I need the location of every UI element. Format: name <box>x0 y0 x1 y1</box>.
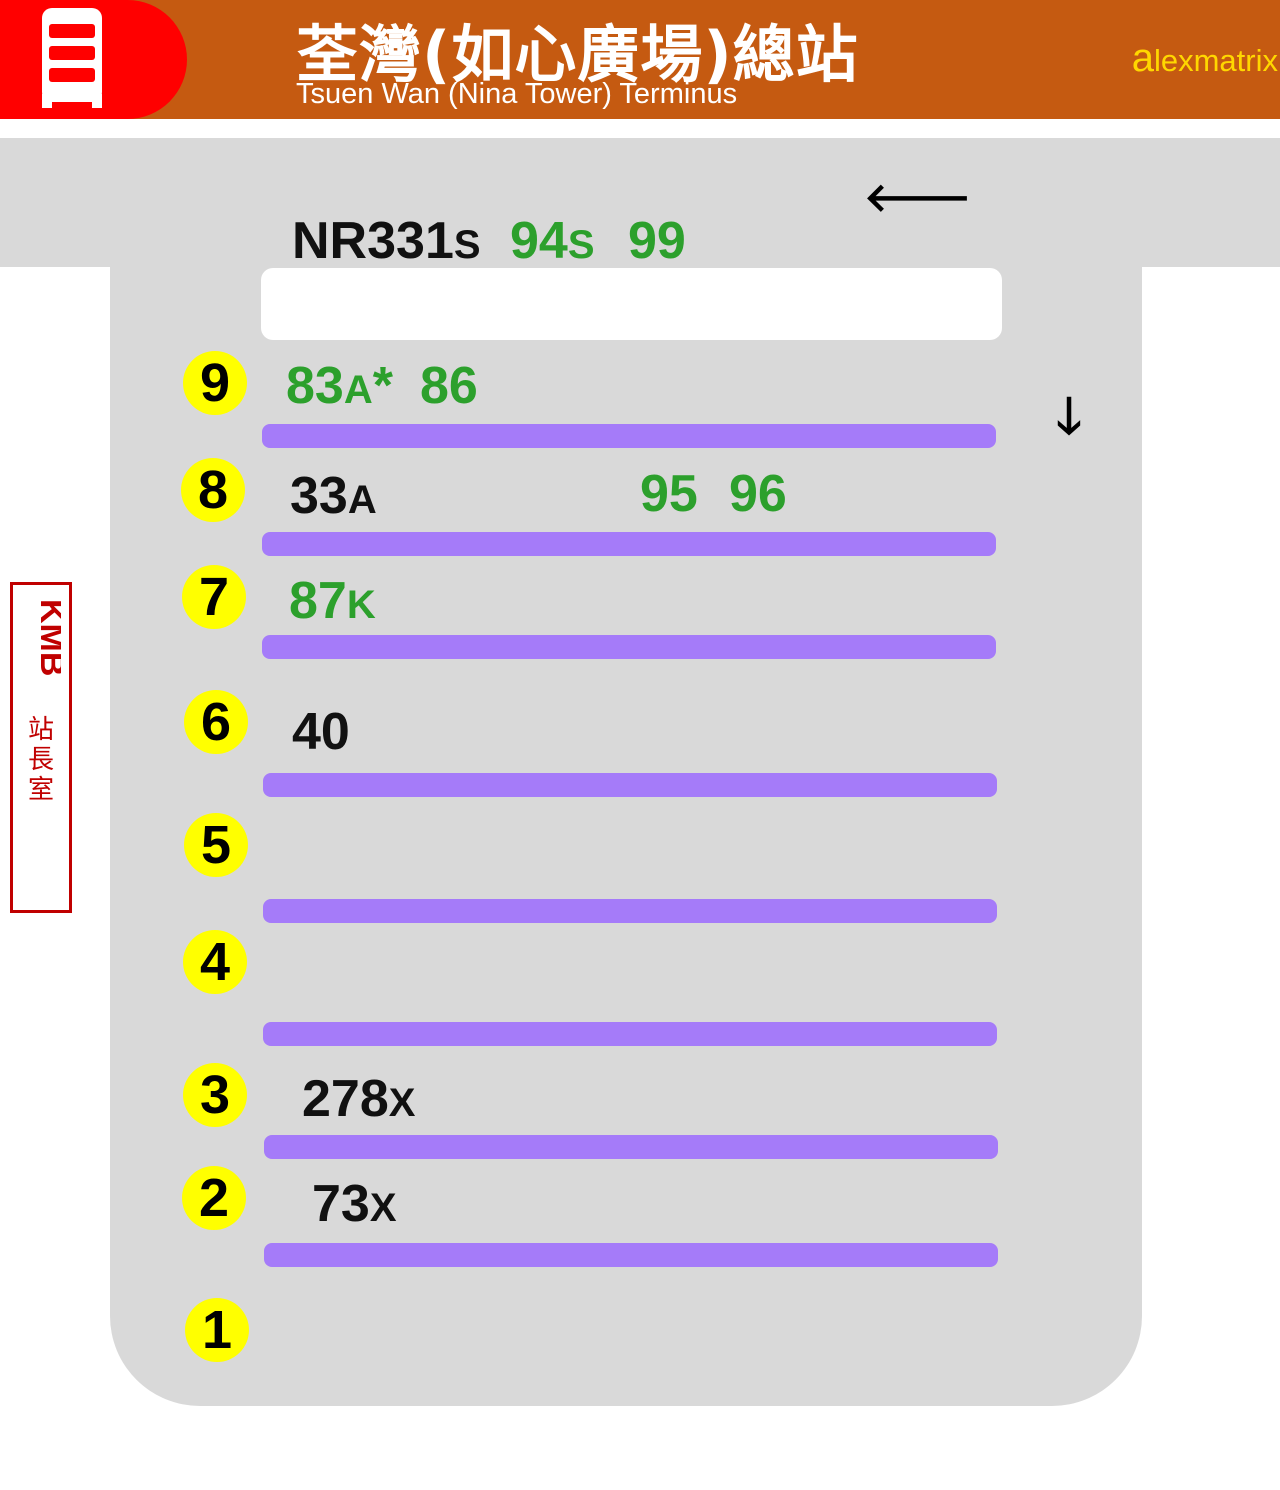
route-label: 40 <box>292 703 350 761</box>
kmb-logo: KMB <box>33 599 61 676</box>
header-bar: 荃灣(如心廣場)總站 Tsuen Wan (Nina Tower) Termin… <box>0 0 1280 119</box>
route-label: NR331S <box>292 212 481 270</box>
bay-stripe <box>262 424 996 448</box>
route-label: 86 <box>420 357 478 415</box>
white-corner-right <box>1142 267 1280 307</box>
bus-badge <box>0 0 187 119</box>
bus-icon <box>42 8 102 108</box>
top-island <box>261 268 1002 340</box>
page-title-en: Tsuen Wan (Nina Tower) Terminus <box>296 78 738 110</box>
route-label: 278X <box>302 1070 416 1128</box>
bay-stripe <box>263 773 997 797</box>
bay-number-7: 7 <box>182 565 246 629</box>
author-credit: alexmatrix <box>1132 36 1278 81</box>
route-label: 33A <box>290 467 377 525</box>
author-credit-rest: lexmatrix <box>1153 43 1278 78</box>
white-corner-left <box>0 267 110 307</box>
route-label: 96 <box>729 465 787 523</box>
bay-number-4: 4 <box>183 930 247 994</box>
route-label: 99 <box>628 212 686 270</box>
arrow-down-icon: 🡓 <box>1056 387 1082 445</box>
bay-stripe <box>264 1243 998 1267</box>
bay-number-5: 5 <box>184 813 248 877</box>
kmb-logo-text: KMB <box>33 599 61 676</box>
bay-stripe <box>262 532 996 556</box>
bay-number-1: 1 <box>185 1298 249 1362</box>
bay-stripe <box>264 1135 998 1159</box>
route-label: 73X <box>312 1175 397 1233</box>
route-label: 87K <box>289 572 376 630</box>
route-label: 95 <box>640 465 698 523</box>
bay-number-2: 2 <box>182 1166 246 1230</box>
bay-stripe <box>263 899 997 923</box>
bay-stripe <box>263 1022 997 1046</box>
station-master-office: KMB 站長室 <box>10 582 72 913</box>
author-credit-initial: a <box>1131 36 1154 80</box>
bay-stripe <box>262 635 996 659</box>
bay-number-3: 3 <box>183 1063 247 1127</box>
page-title-zh: 荃灣(如心廣場)總站 <box>296 18 859 91</box>
bay-number-8: 8 <box>181 458 245 522</box>
route-label: 83A* <box>286 357 393 415</box>
station-master-label: 站長室 <box>27 715 54 805</box>
bay-number-9: 9 <box>183 351 247 415</box>
terminus-platform <box>110 138 1142 1406</box>
route-label: 94S <box>510 212 595 270</box>
bay-number-6: 6 <box>184 690 248 754</box>
arrow-left-icon: 🡐 <box>864 175 972 221</box>
